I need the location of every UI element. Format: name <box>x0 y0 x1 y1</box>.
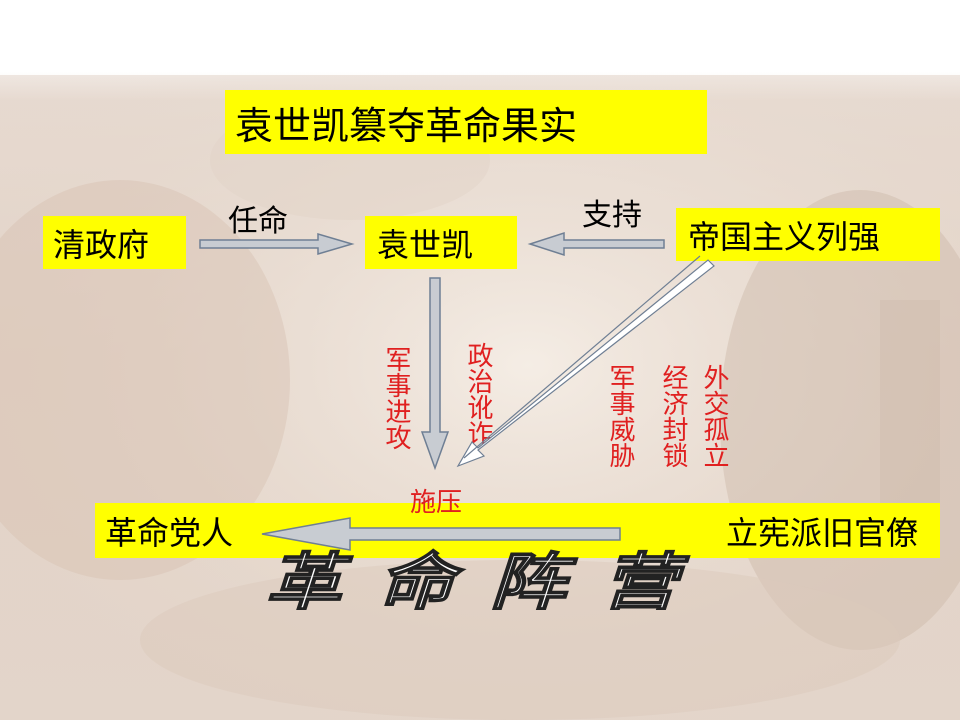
edge-label-appoint: 任命 <box>228 204 288 239</box>
edge-label-pressure: 施压 <box>410 488 463 518</box>
revolutionary-camp-wordart: 革命阵营 <box>259 545 732 610</box>
page-title: 袁世凯篡夺革命果实 <box>235 103 578 148</box>
edge-label-economic-blockade: 经济封锁 <box>658 364 688 468</box>
edge-label-military-threat: 军事威胁 <box>605 364 635 468</box>
node-imperialist-powers: 帝国主义列强 <box>676 208 940 261</box>
node-yuan-label: 袁世凯 <box>377 225 474 264</box>
node-revolutionaries-label: 革命党人 <box>105 513 234 552</box>
node-qing-label: 清政府 <box>53 225 150 264</box>
edge-label-military-attack: 军事进攻 <box>381 346 411 450</box>
edge-label-diplomatic-isolation: 外交孤立 <box>699 364 729 468</box>
node-powers-label: 帝国主义列强 <box>688 217 881 256</box>
edge-label-support: 支持 <box>582 198 642 233</box>
edge-label-political-fraud: 政治讹诈 <box>463 342 493 446</box>
node-constitutionalists-label: 立宪派旧官僚 <box>725 513 918 552</box>
banner-text: 革命阵营 <box>260 546 732 610</box>
node-yuan-shikai: 袁世凯 <box>365 216 517 269</box>
node-qing-government: 清政府 <box>43 216 186 269</box>
title-box: 袁世凯篡夺革命果实 <box>225 90 707 154</box>
